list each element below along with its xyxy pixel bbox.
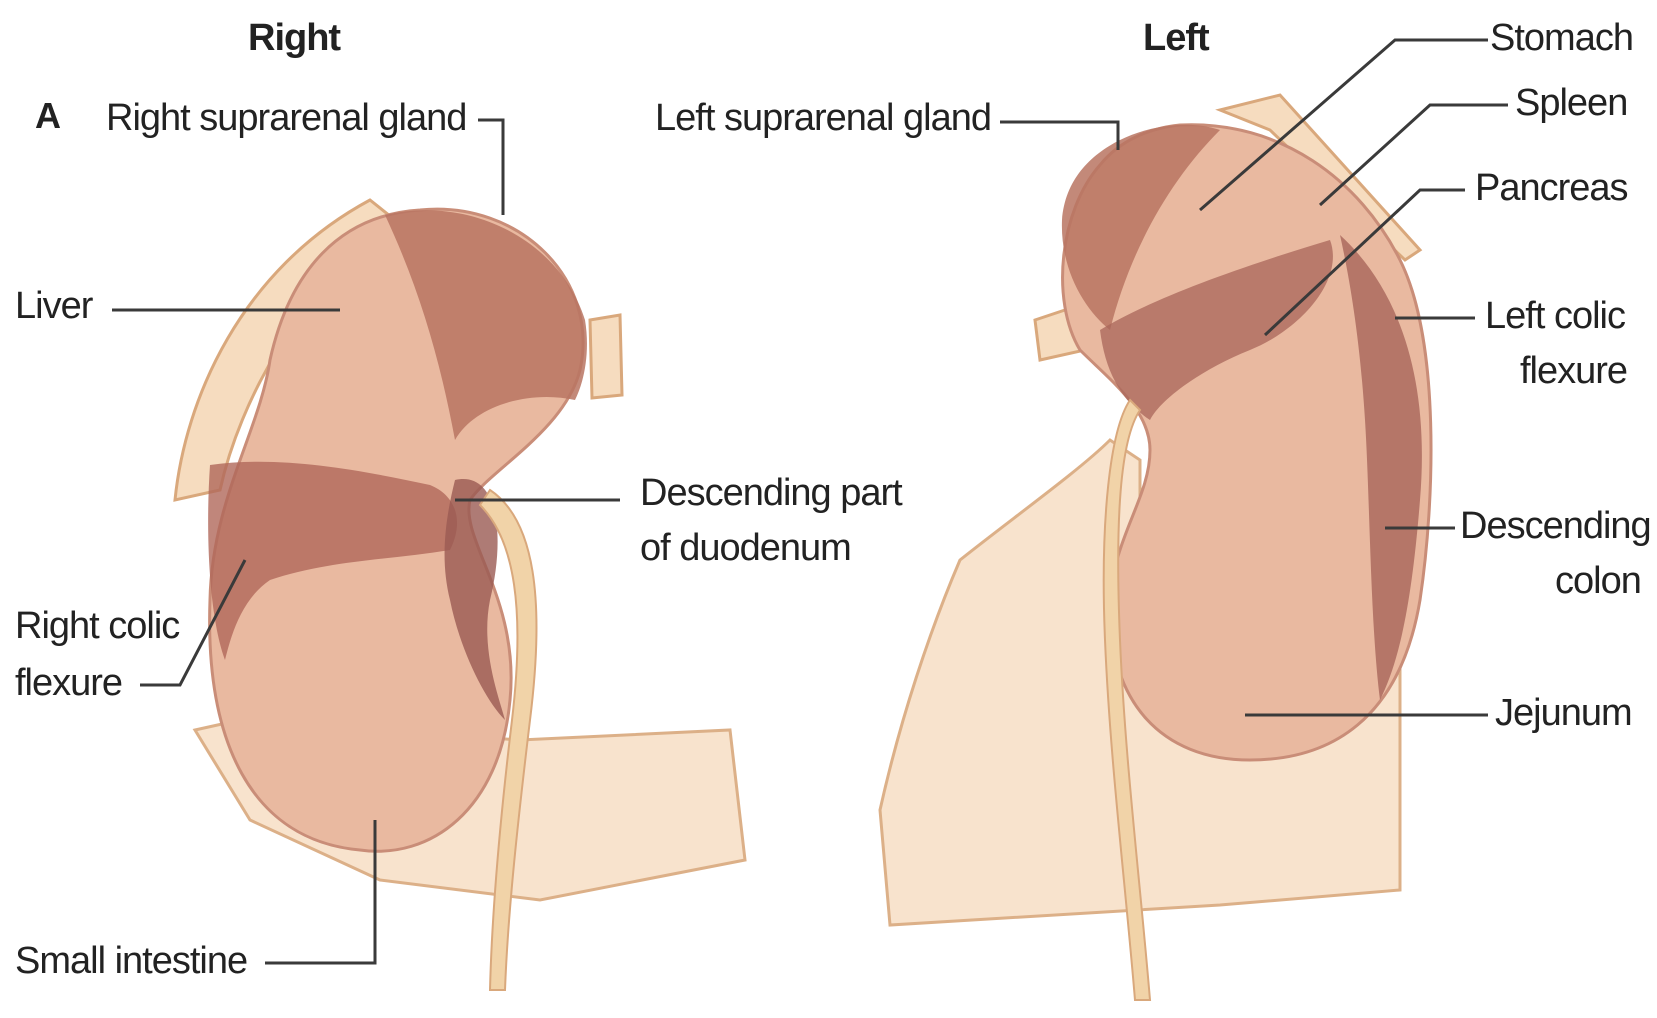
right-kidney-illustration [175,200,745,990]
label-spleen: Spleen [1515,82,1627,124]
label-right-suprarenal-gland: Right suprarenal gland [106,97,466,139]
label-left-suprarenal-gland: Left suprarenal gland [655,97,991,139]
label-liver: Liver [15,285,94,327]
label-pancreas: Pancreas [1475,167,1628,209]
label-stomach: Stomach [1490,17,1633,59]
right-suprarenal-tab [590,315,622,398]
label-descending-part-line1: Descending part [640,472,903,514]
label-descending-colon-line1: Descending [1460,505,1651,547]
label-small-intestine: Small intestine [15,940,247,982]
label-jejunum: Jejunum [1495,692,1632,734]
left-kidney-illustration [880,95,1431,1000]
leader-right-suprarenal [478,120,503,215]
heading-right: Right [248,17,341,59]
heading-left: Left [1143,17,1210,59]
leader-left-suprarenal [1000,122,1118,150]
label-left-colic-line2: flexure [1520,350,1627,392]
label-left-colic-line1: Left colic [1485,295,1625,337]
label-descending-colon-line2: colon [1555,560,1641,602]
label-right-colic-line1: Right colic [15,605,179,647]
label-descending-part-line2: of duodenum [640,527,851,569]
label-right-colic-line2: flexure [15,662,122,704]
panel-letter: A [35,95,61,136]
